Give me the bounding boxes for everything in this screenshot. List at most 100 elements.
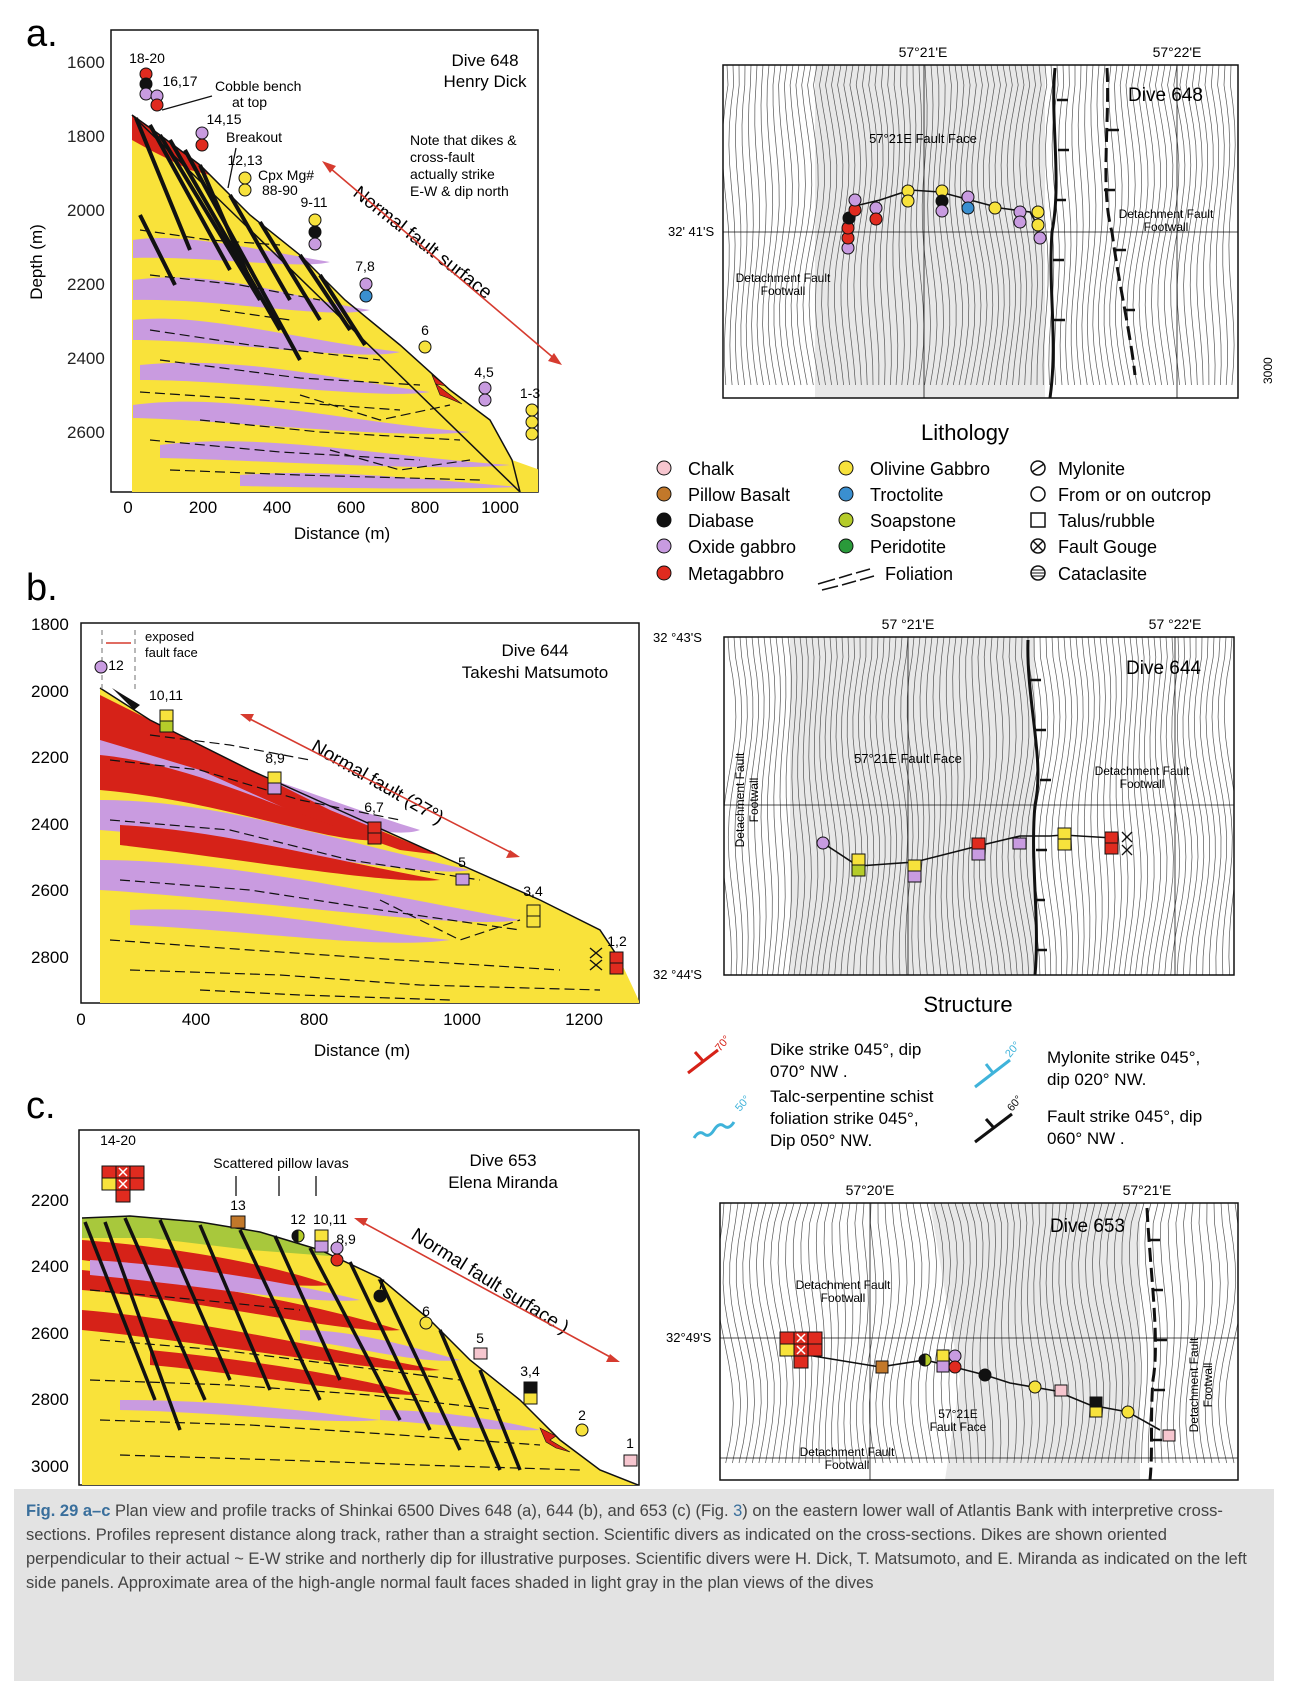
y-tick-label: 2600: [67, 423, 105, 442]
y-axis: 1600 1800 2000 2200 2400 2600: [67, 53, 105, 442]
figure-number: Fig. 29: [26, 1502, 79, 1520]
panel-c-letter: c.: [26, 1085, 56, 1127]
x-tick-label: 600: [337, 498, 365, 517]
fault-face-label: 57°21E: [938, 1407, 978, 1421]
mylonite-symbol-icon: 20°: [974, 1039, 1023, 1089]
y-tick-label: 2600: [31, 1324, 69, 1343]
fault-arrow: [329, 167, 557, 361]
sample-label: 7,8: [355, 258, 375, 274]
dike-symbol-icon: 70°: [687, 1033, 733, 1075]
x-tick-label: 0: [123, 498, 132, 517]
x-tick-label: 1000: [443, 1010, 481, 1029]
fault-face-label: 57°21E Fault Face: [869, 131, 977, 146]
sample-label: 10,11: [149, 687, 183, 703]
sample-label: 14-20: [100, 1132, 136, 1148]
footwall-label: Footwall: [1120, 777, 1165, 791]
x-tick-label: 400: [263, 498, 291, 517]
longitude-label: 57 °21'E: [882, 616, 935, 632]
structure-legend: Structure 70° Dike strike 045°, dip 070°…: [687, 992, 1202, 1150]
footwall-label: Footwall: [1144, 220, 1189, 234]
figure-link[interactable]: 3: [733, 1502, 743, 1520]
sample-label: 1: [626, 1435, 634, 1451]
sample-label: 5: [476, 1330, 484, 1346]
y-tick-label: 1600: [67, 53, 105, 72]
y-axis: 2200 2400 2600 2800 3000: [31, 1191, 69, 1476]
longitude-label: 57°21'E: [1123, 1182, 1172, 1198]
lithology-legend: Lithology Chalk Pillow Basalt Diabase Ox…: [656, 420, 1211, 591]
sample-labels: 18-20 16,17 14,15 12,13 9-11 7,8 6 4,5 1…: [129, 50, 540, 401]
legend-text: Dike strike 045°, dip: [770, 1040, 921, 1059]
legend-item: Soapstone: [870, 511, 956, 531]
diver-name: Henry Dick: [443, 72, 527, 91]
map-sample-markers: [779, 1331, 1176, 1442]
y-tick-label: 3000: [31, 1457, 69, 1476]
annotation: Scattered pillow lavas: [213, 1155, 348, 1171]
latitude-label: 32 °43'S: [653, 630, 702, 645]
y-tick-label: 2000: [67, 201, 105, 220]
latitude-label: 32°49'S: [666, 1330, 712, 1345]
figure-caption: Fig. 29 a–c Plan view and profile tracks…: [14, 1489, 1274, 1681]
pillow-basalt-swatch: [656, 486, 672, 502]
annotation: Cpx Mg#: [258, 167, 314, 183]
sample-markers: [94, 660, 624, 975]
footwall-label: Detachment Fault: [796, 1278, 891, 1292]
legend-text: 070° NW .: [770, 1062, 848, 1081]
sample-label: 7: [377, 1276, 385, 1292]
footwall-label: Footwall: [821, 1291, 866, 1305]
sample-label: 5: [458, 854, 466, 870]
legend-item: Metagabbro: [688, 564, 784, 584]
figure-panels: a–c: [78, 1502, 115, 1520]
troctolite-swatch: [838, 486, 854, 502]
map-dive-648: 57°21'E 57°22'E 32' 41'S Dive 648 57°21E…: [668, 44, 1275, 399]
metagabbro-swatch: [656, 565, 672, 581]
dive-title: Dive 644: [501, 641, 568, 660]
footwall-label: Footwall: [761, 284, 806, 298]
note: Note that dikes &: [410, 132, 517, 148]
annotation: Breakout: [226, 129, 282, 145]
legend-text: Fault strike 045°, dip: [1047, 1107, 1202, 1126]
x-axis-label: Distance (m): [314, 1041, 410, 1060]
side-label: 3000: [1261, 357, 1275, 384]
legend-item: From or on outcrop: [1058, 485, 1211, 505]
annotation: Cobble bench: [215, 78, 301, 94]
cross-section-body: [131, 114, 538, 492]
y-tick-label: 2200: [31, 1191, 69, 1210]
x-axis: 0 400 800 1000 1200: [76, 1010, 603, 1029]
y-tick-label: 1800: [67, 127, 105, 146]
y-tick-label: 2400: [67, 349, 105, 368]
y-tick-label: 2400: [31, 1257, 69, 1276]
note: cross-fault: [410, 149, 475, 165]
y-tick-label: 2800: [31, 948, 69, 967]
y-tick-label: 2400: [31, 815, 69, 834]
annotation: 88-90: [262, 182, 298, 198]
legend-item: Mylonite: [1058, 459, 1125, 479]
panel-a-letter: a.: [26, 13, 58, 55]
longitude-label: 57 °22'E: [1149, 616, 1202, 632]
map-dive-653: 57°20'E 57°21'E 32°49'S Dive 653 57°21E …: [666, 1182, 1239, 1481]
x-tick-label: 800: [300, 1010, 328, 1029]
legend-text: Dip 050° NW.: [770, 1131, 872, 1150]
sample-labels: 14-20 13 12 10,11 8,9 7 6 5 3,4 2 1: [100, 1132, 634, 1451]
sample-label: 12: [108, 657, 124, 673]
legend-item: Olivine Gabbro: [870, 459, 990, 479]
map-dive-title: Dive 653: [1050, 1216, 1125, 1237]
fault-symbol-icon: 60°: [974, 1093, 1025, 1144]
fault-face-label: Fault Face: [930, 1420, 987, 1434]
x-tick-label: 1200: [565, 1010, 603, 1029]
sample-markers: [139, 67, 539, 441]
sample-label: 14,15: [206, 111, 241, 127]
annotation: at top: [232, 94, 267, 110]
cataclasite-icon: [1030, 565, 1046, 581]
sample-label: 16,17: [162, 73, 197, 89]
talc-schist-icon: 50°: [692, 1093, 753, 1139]
note: actually strike: [410, 166, 495, 182]
chalk-swatch: [656, 460, 672, 476]
y-tick-label: 2000: [31, 682, 69, 701]
y-tick-label: 2200: [31, 748, 69, 767]
soapstone-swatch: [838, 512, 854, 528]
sample-label: 1,2: [607, 933, 627, 949]
y-tick-label: 1800: [31, 615, 69, 634]
x-tick-label: 200: [189, 498, 217, 517]
sample-label: 6,7: [364, 799, 384, 815]
olivine-gabbro-swatch: [838, 460, 854, 476]
